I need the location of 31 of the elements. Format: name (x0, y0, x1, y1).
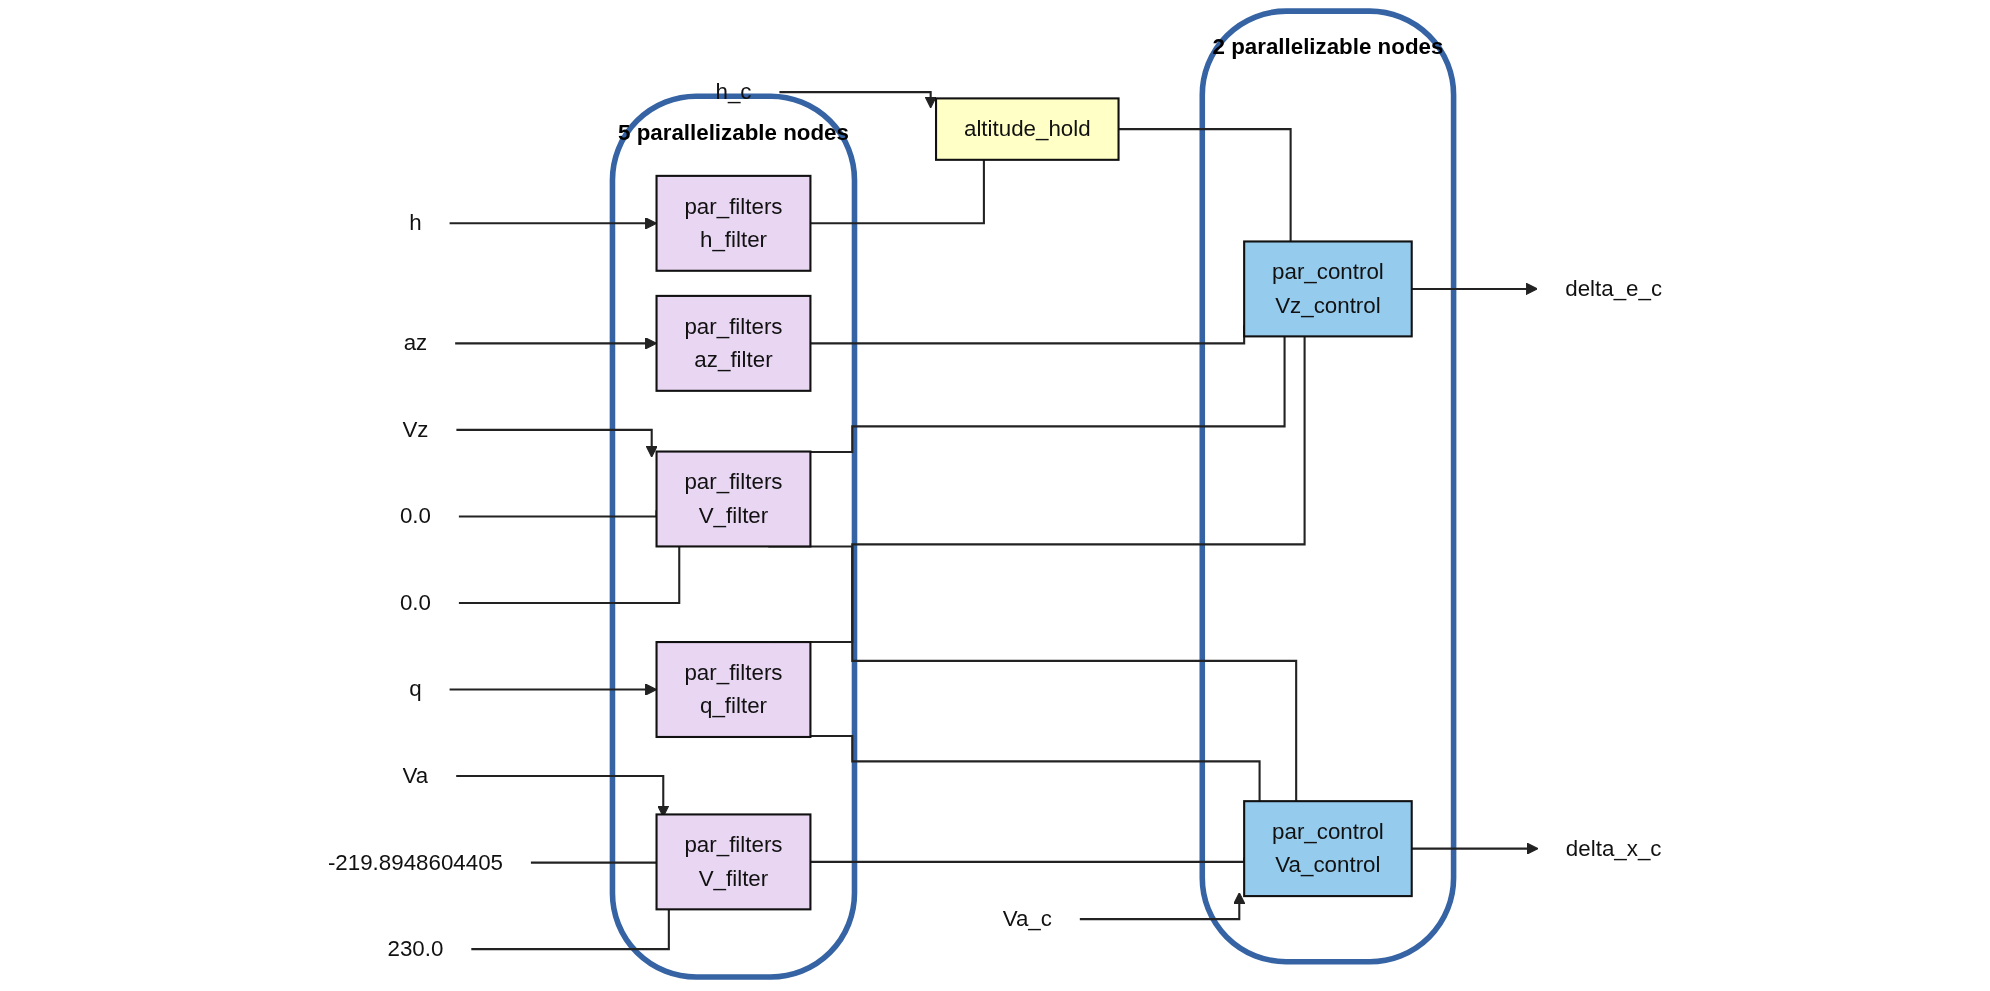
node-text: delta_x_c (1565, 836, 1662, 860)
connector (810, 336, 1286, 454)
connector (810, 735, 1261, 802)
arrow (779, 91, 937, 109)
node-box: par_control Va_control (1243, 800, 1413, 898)
node-text: az (403, 330, 428, 355)
connector (1118, 128, 1292, 242)
node-box: par_filters V_filter (655, 450, 812, 548)
node-box: altitude_hold (935, 97, 1120, 161)
node-text: h (409, 210, 422, 235)
node-box: par_filters q_filter (655, 641, 812, 738)
arrow (456, 428, 658, 458)
node-box: par_control Vz_control (1243, 240, 1413, 338)
node-text: -219.8948604405 (327, 850, 503, 874)
node-text: delta_e_c (1565, 276, 1663, 301)
connector (471, 909, 670, 951)
node-text: Va_c (1002, 906, 1052, 931)
node-text: Va (402, 763, 429, 788)
node-box: par_filters az_filter (655, 294, 812, 392)
node-box: par_filters V_filter (655, 813, 812, 911)
node-box: par_filters h_filter (655, 174, 812, 272)
arrow (1079, 892, 1246, 921)
node-text: 0.0 (399, 503, 431, 528)
node-text: Vz (402, 417, 429, 442)
node-text: 230.0 (387, 936, 444, 961)
arrow (1411, 282, 1538, 296)
node-text: 0.0 (399, 590, 431, 615)
connector (458, 546, 681, 604)
connector (810, 159, 985, 225)
arrow (1411, 842, 1539, 855)
node-text: q (409, 676, 422, 701)
